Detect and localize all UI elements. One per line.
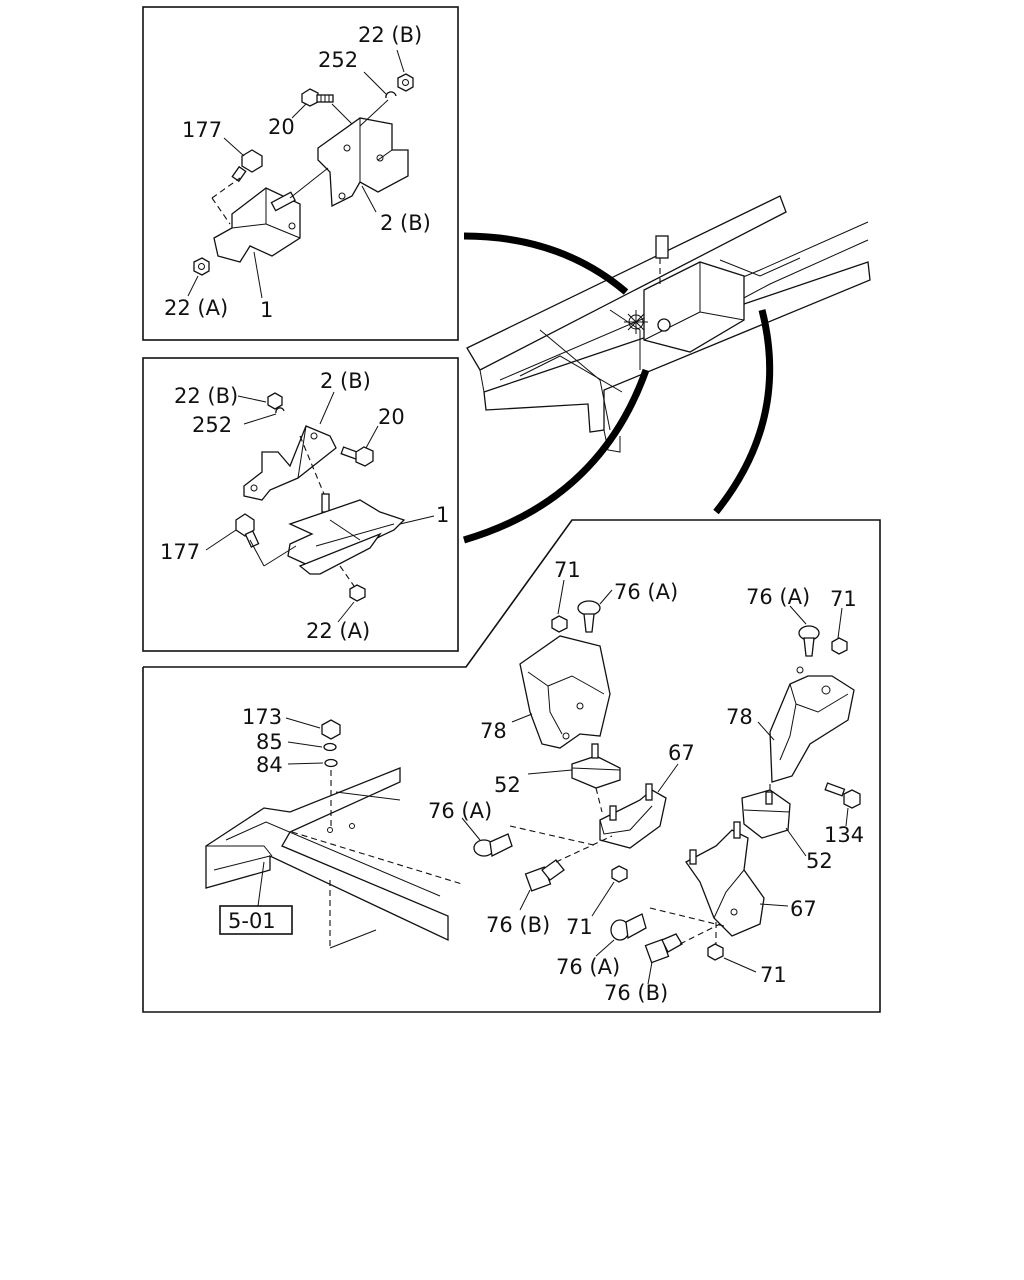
callout-2b: 2 (B) [320,369,371,393]
callout-22b: 22 (B) [358,23,422,47]
detail-panel-upper: 22 (B) 252 20 177 2 (B) 22 (A) 1 [142,6,459,341]
washer-84-part [324,758,338,768]
callout-arc-right [713,309,774,515]
callout-76b: 76 (B) [604,981,668,1005]
washer-85-part [323,742,337,752]
mount-52-left-part [571,743,621,789]
callout-71: 71 [554,558,581,582]
mount-52-right-part [741,789,791,839]
callout-arc-middle [463,368,650,544]
callout-52: 52 [806,849,833,873]
panel-frame-lower [142,519,881,1013]
callout-20: 20 [378,405,405,429]
bolt-177-part [235,513,260,548]
bolt-20-part [340,446,374,467]
callout-71: 71 [760,963,787,987]
stopper-76b-part [644,933,683,964]
nut-71-part [707,943,724,961]
frame-rail-part [205,767,449,949]
mount-1-part [287,499,406,575]
panel-frame-middle [142,357,459,652]
bracket-2b-part [243,425,337,501]
callout-arc-upper [463,232,629,295]
callout-22a: 22 (A) [306,619,370,643]
reference-box-5-01 [219,905,293,935]
panel-frame-upper [142,6,459,341]
washer-252-part [385,91,397,99]
bracket-2b-part [317,117,409,208]
callout-78: 78 [726,705,753,729]
stopper-76b-part [524,859,565,892]
callout-76a: 76 (A) [746,585,810,609]
mount-location-marker [624,310,671,334]
callout-52: 52 [494,773,521,797]
callout-173: 173 [242,705,282,729]
callout-252: 252 [192,413,232,437]
callout-76a: 76 (A) [556,955,620,979]
stopper-76a-part [577,600,601,633]
detail-panel-lower: 71 76 (A) 76 (A) 71 78 78 173 85 84 67 5… [142,519,881,1013]
callout-71: 71 [566,915,593,939]
callout-2b: 2 (B) [380,211,431,235]
stopper-76a-part [798,625,820,657]
callout-177: 177 [160,540,200,564]
callout-134: 134 [824,823,864,847]
washer-252-part [275,407,285,414]
callout-67: 67 [790,897,817,921]
callout-71: 71 [830,587,857,611]
nut-173-part [321,719,341,740]
callout-76a: 76 (A) [428,799,492,823]
callout-22a: 22 (A) [164,296,228,320]
nut-71-part [611,865,628,883]
stopper-76a-part [610,913,647,941]
callout-1: 1 [260,298,273,322]
callout-5-01: 5-01 [228,909,276,933]
callout-177: 177 [182,118,222,142]
callout-85: 85 [256,730,283,754]
bracket-67-right-part [685,821,765,937]
nut-22a-part [349,584,366,602]
nut-71-part [831,637,848,655]
mount-1-part [213,187,301,263]
bolt-177-part [231,149,263,183]
callout-22b: 22 (B) [174,384,238,408]
stud-part [321,493,330,513]
bolt-134-part [824,782,861,809]
bolt-20-part [301,88,334,107]
bracket-78-left-part [519,635,611,749]
bracket-78-right-part [769,666,855,783]
callout-78: 78 [480,719,507,743]
stopper-76a-part [473,833,513,857]
nut-71-part [551,615,568,633]
callout-67: 67 [668,741,695,765]
engine-block [643,235,745,353]
detail-panel-middle: 22 (B) 2 (B) 252 20 1 177 22 (A) [142,357,459,652]
nut-22b-part [267,392,283,410]
callout-76b: 76 (B) [486,913,550,937]
callout-20: 20 [268,115,295,139]
chassis-overview [466,195,871,453]
nut-22a-part [193,257,210,276]
callout-252: 252 [318,48,358,72]
callout-84: 84 [256,753,283,777]
callout-76a: 76 (A) [614,580,678,604]
bracket-67-left-part [599,783,667,849]
callout-1: 1 [436,503,449,527]
nut-22b-part [397,73,414,92]
